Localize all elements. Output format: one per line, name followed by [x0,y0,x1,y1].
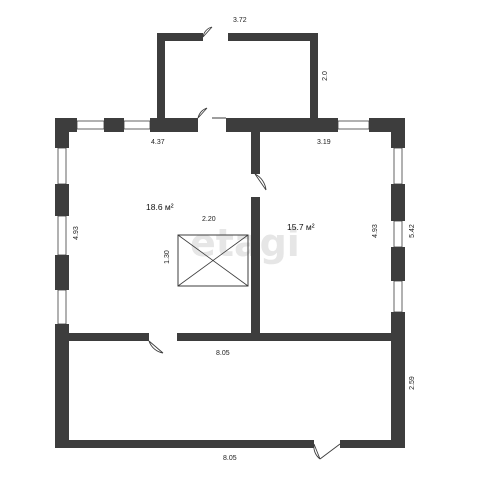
dim-bottom-room-height: 2.59 [409,376,416,390]
interior-walls [69,132,391,341]
right-room-area: 15.7 м² [287,222,315,232]
dim-bottom-inner-width: 8.05 [216,350,230,357]
dim-bottom-outer-width: 8.05 [223,455,237,462]
left-room-area: 18.6 м² [146,202,174,212]
dim-left-room-width: 4.37 [151,139,165,146]
windows [57,120,403,325]
stair-opening [177,234,249,287]
dim-right-outer-height: 5.42 [409,224,416,238]
dim-left-room-height: 4.93 [73,226,80,240]
top-annex-walls [157,33,318,123]
dim-opening-width: 2.20 [202,216,216,223]
partition-door [254,173,267,191]
annex-door [202,26,213,38]
hall-door [148,340,164,354]
entrance-door [313,443,341,460]
dim-top-annex-width: 3.72 [233,17,247,24]
watermark-text: etagi [190,221,300,265]
annex-to-room-door [197,107,226,119]
dim-opening-height: 1.30 [164,250,171,264]
dim-right-room-height: 4.93 [372,224,379,238]
outer-walls [55,118,405,448]
dim-right-room-width: 3.19 [317,139,331,146]
dim-top-annex-height: 2.0 [322,71,329,81]
